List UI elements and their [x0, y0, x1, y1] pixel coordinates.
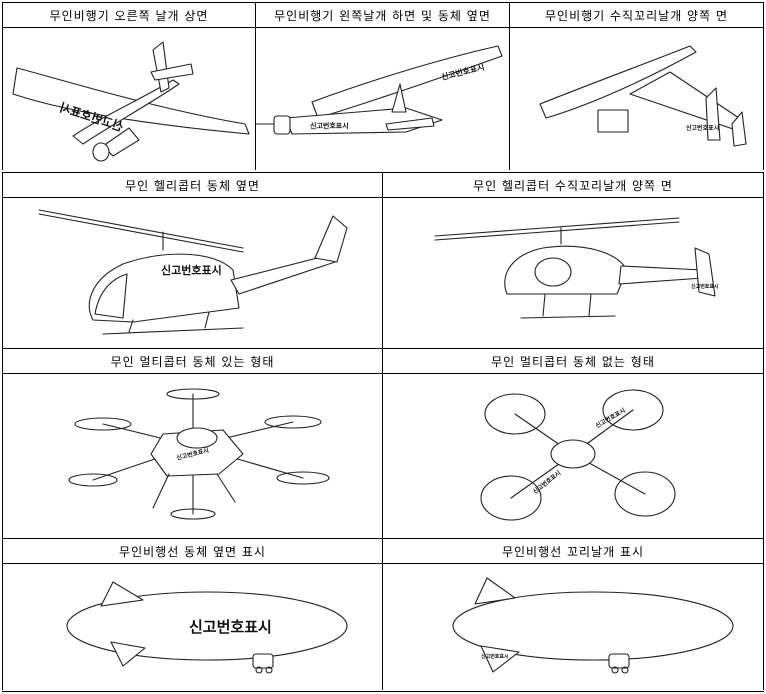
caption: 무인비행기 수직꼬리날개 양쪽 면	[510, 2, 763, 28]
airship-side-illustration: 신고번호표시	[3, 564, 382, 690]
table-bottom-border	[2, 691, 764, 692]
caption: 무인비행선 동체 옆면 표시	[3, 538, 382, 564]
row-fixed-wing: 무인비행기 오른쪽 날개 상면 신고번호표시 무인비행기 왼쪽날	[2, 2, 764, 170]
row-multicopter: 무인 멀티콥터 동체 있는 형태	[2, 348, 764, 538]
cell-multi-without-body: 무인 멀티콥터 동체 없는 형태 신고번호표시 신고번호표시	[383, 348, 764, 538]
cell-plane-right-wing-top: 무인비행기 오른쪽 날개 상면 신고번호표시	[2, 2, 256, 170]
plane-bottom-illustration: 신고번호표시 신고번호표시	[256, 28, 509, 170]
caption: 무인비행기 왼쪽날개 하면 및 동체 옆면	[256, 2, 509, 28]
registration-mark: 신고번호표시	[161, 263, 222, 277]
registration-mark: 신고번호표시	[691, 283, 719, 290]
cell-plane-left-wing-bottom: 무인비행기 왼쪽날개 하면 및 동체 옆면 신고번호표시 신고번호표시	[256, 2, 510, 170]
cell-multi-with-body: 무인 멀티콥터 동체 있는 형태	[2, 348, 383, 538]
cell-heli-vertical-tail: 무인 헬리콥터 수직꼬리날개 양쪽 면	[383, 172, 764, 348]
row-helicopter: 무인 헬리콥터 동체 옆면	[2, 172, 764, 348]
caption: 무인 멀티콥터 동체 있는 형태	[3, 348, 382, 374]
caption: 무인 헬리콥터 수직꼬리날개 양쪽 면	[383, 172, 763, 198]
caption: 무인비행기 오른쪽 날개 상면	[3, 2, 255, 28]
caption: 무인비행선 꼬리날개 표시	[383, 538, 763, 564]
registration-mark: 신고번호표시	[189, 618, 272, 636]
registration-mark: 신고번호표시	[686, 124, 719, 132]
registration-mark: 신고번호표시	[310, 121, 349, 130]
cell-heli-body-side: 무인 헬리콥터 동체 옆면	[2, 172, 383, 348]
multi-body-illustration: 신고번호표시	[3, 374, 382, 538]
caption: 무인 멀티콥터 동체 없는 형태	[383, 348, 763, 374]
multi-frame-illustration: 신고번호표시 신고번호표시	[383, 374, 763, 538]
cell-airship-body-side: 무인비행선 동체 옆면 표시 신고번호표시	[2, 538, 383, 690]
registration-mark: 신고번호표시	[481, 653, 509, 660]
cell-plane-vertical-tail: 무인비행기 수직꼬리날개 양쪽 면 신고번호표시	[510, 2, 764, 170]
plane-tail-illustration: 신고번호표시	[510, 28, 763, 170]
airship-tail-illustration: 신고번호표시	[383, 564, 763, 690]
plane-top-illustration: 신고번호표시	[3, 28, 255, 170]
heli-side-illustration: 신고번호표시	[3, 198, 382, 348]
caption: 무인 헬리콥터 동체 옆면	[3, 172, 382, 198]
heli-tail-illustration: 신고번호표시	[383, 198, 763, 348]
row-airship: 무인비행선 동체 옆면 표시 신고번호표시 무인비행선 꼬리날개 표시	[2, 538, 764, 690]
cell-airship-tail: 무인비행선 꼬리날개 표시 신고번호표시	[383, 538, 764, 690]
